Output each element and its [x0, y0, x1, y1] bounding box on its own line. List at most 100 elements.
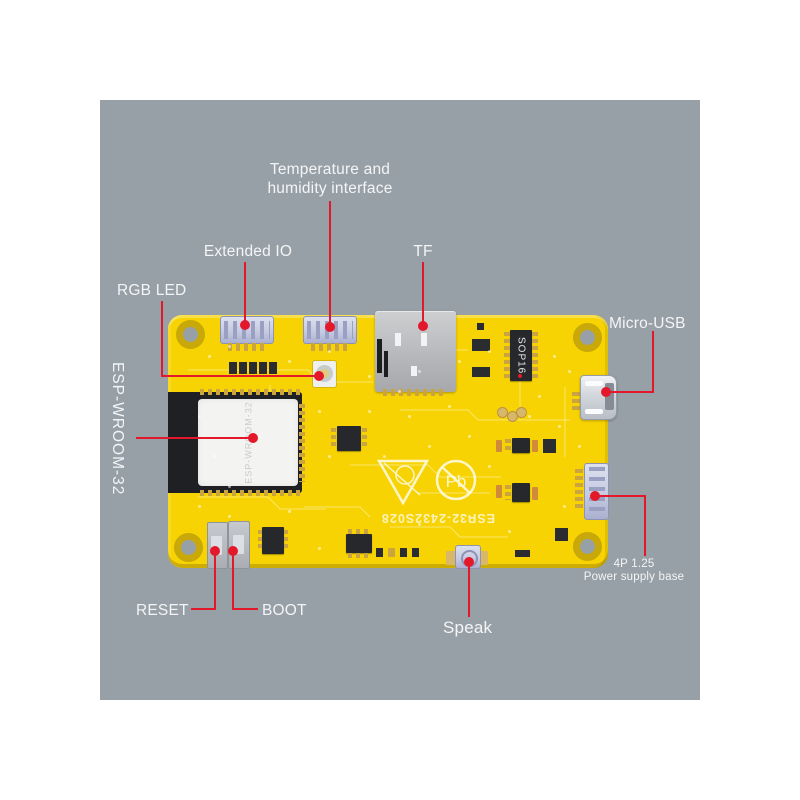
via [563, 505, 566, 508]
via [468, 435, 471, 438]
capacitor [496, 485, 502, 498]
flash-chip-pins-left [331, 428, 336, 449]
soic8-pins-bottom [348, 553, 370, 558]
usb-uart-pins [284, 530, 288, 551]
transistor [229, 362, 237, 374]
via [213, 455, 216, 458]
usb-uart-chip [262, 527, 284, 554]
via [258, 435, 261, 438]
via [448, 405, 451, 408]
pb-free-icon: Pb [435, 459, 477, 501]
model-silkscreen: ESP32-2432S028 [380, 511, 496, 525]
label-temperature: Temperature and humidity interface [230, 160, 430, 198]
speaker-pad [446, 551, 455, 565]
pcb-board: SOP16 ESP-WROOM-32 [168, 311, 617, 569]
soic8-chip [346, 534, 372, 553]
via [198, 505, 201, 508]
usb-highlight [585, 409, 603, 414]
via [383, 455, 386, 458]
reset-button-component [207, 522, 228, 569]
via [208, 355, 211, 358]
tf-slot-cutout [421, 333, 427, 346]
via [528, 415, 531, 418]
via [458, 360, 461, 363]
via [408, 415, 411, 418]
via [318, 410, 321, 413]
via [228, 515, 231, 518]
tf-contact-bar [384, 351, 388, 377]
via [418, 370, 421, 373]
micro-usb-connector [580, 375, 617, 420]
resistor [376, 548, 383, 557]
regulator-pins [505, 485, 511, 500]
extended-io-solder-pins [228, 343, 266, 351]
transistor [269, 362, 277, 374]
via [508, 530, 511, 533]
via [428, 445, 431, 448]
capacitor [496, 440, 502, 452]
transistor [472, 367, 490, 377]
label-boot: BOOT [262, 602, 307, 619]
tf-slot-cutout [395, 333, 401, 346]
regulator-chip [512, 438, 530, 453]
via [368, 410, 371, 413]
boot-button-cap [233, 535, 244, 554]
transistor [472, 339, 490, 351]
label-esp-wroom-32: ESP-WROOM-32 [109, 362, 126, 496]
regulator-pins [505, 439, 511, 452]
component [477, 323, 484, 330]
label-speak: Speak [443, 618, 493, 637]
via [488, 465, 491, 468]
mounting-hole-bottom-left [175, 534, 202, 561]
usb-uart-pins [258, 530, 262, 551]
power-solder-pins [575, 469, 583, 511]
sop16-label: SOP16 [515, 336, 527, 375]
speaker-pad [479, 551, 488, 565]
via [328, 350, 331, 353]
capacitor [532, 487, 538, 500]
label-reset: RESET [136, 602, 189, 619]
flash-chip [337, 426, 361, 451]
component [543, 439, 556, 453]
temp-humidity-solder-pins [311, 343, 349, 351]
via [328, 455, 331, 458]
sop16-pin1-mark [518, 374, 522, 378]
label-temperature-line2: humidity interface [267, 180, 393, 197]
via [553, 355, 556, 358]
module-sticker-text: ESP-WROOM-32 [243, 401, 253, 484]
sop16-pins-right [532, 332, 538, 380]
tf-solder-pins [383, 389, 445, 396]
via [538, 395, 541, 398]
regulator-chip [512, 483, 530, 502]
via [288, 360, 291, 363]
tf-slot-cutout [411, 366, 417, 376]
mounting-hole-top-left [177, 321, 204, 348]
label-power-line1: 4P 1.25 [613, 558, 655, 570]
via [318, 547, 321, 550]
label-tf: TF [413, 243, 433, 260]
transistor [259, 362, 267, 374]
reset-button-cap [211, 536, 222, 555]
sop16-chip: SOP16 [510, 330, 532, 381]
via [228, 485, 231, 488]
resistor [412, 548, 419, 557]
mounting-hole-bottom-right [574, 533, 601, 560]
soic8-pins-top [348, 529, 370, 534]
via [368, 375, 371, 378]
via [568, 370, 571, 373]
usb-opening [605, 383, 614, 410]
via [578, 445, 581, 448]
tf-card-slot [375, 311, 456, 396]
label-micro-usb: Micro-USB [609, 315, 686, 332]
via [398, 390, 401, 393]
resistor [388, 548, 395, 557]
transistor [239, 362, 247, 374]
label-power-supply: 4P 1.25 Power supply base [560, 558, 708, 584]
module-castellation-right [299, 404, 305, 482]
temp-humidity-connector [303, 316, 357, 344]
tf-contact-bar [377, 339, 382, 373]
flash-chip-pins-right [362, 428, 367, 449]
component [555, 528, 568, 541]
rgb-led-die [320, 369, 329, 378]
transistor [249, 362, 257, 374]
